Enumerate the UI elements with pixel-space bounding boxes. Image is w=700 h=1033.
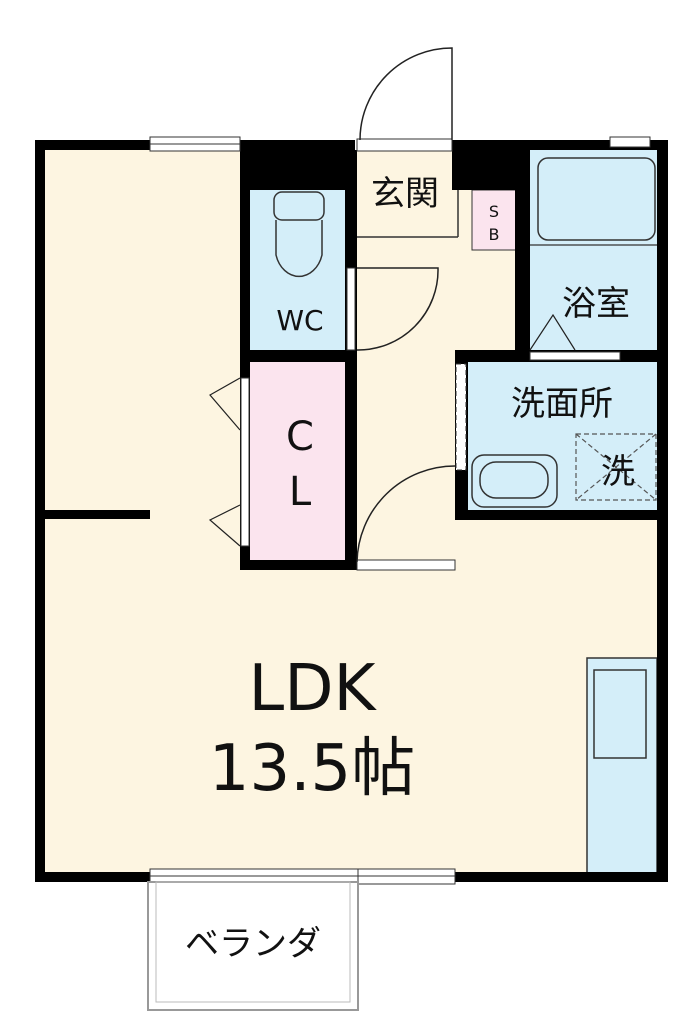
windows [149, 136, 651, 885]
washer-label: 洗 [601, 452, 635, 492]
closet-doors[interactable] [208, 377, 241, 547]
toilet-label: WC [276, 304, 323, 337]
washbasin-icon [471, 454, 558, 508]
closet-floor [250, 362, 347, 560]
shoe-box-label-s: S [489, 202, 499, 221]
toilet-floor [250, 190, 347, 350]
toilet-door[interactable] [356, 267, 439, 351]
washroom-floor [467, 362, 658, 512]
ldk-label: LDK [249, 652, 378, 726]
shoe-box [471, 189, 517, 251]
veranda [147, 881, 359, 1011]
kitchen-sink [593, 669, 647, 759]
shoe-box-label-b: B [489, 225, 500, 244]
ldk-floor-main [45, 515, 660, 875]
toilet-icon [273, 191, 325, 278]
ldk-door[interactable] [356, 465, 456, 563]
bath-door[interactable] [529, 313, 576, 351]
veranda-label: ベランダ [185, 924, 321, 964]
bath-label: 浴室 [562, 284, 630, 324]
entrance-label: 玄関 [371, 174, 439, 214]
entrance-door[interactable] [359, 47, 453, 141]
entrance-door-opening [356, 138, 453, 152]
closet-label-c: C [286, 414, 314, 460]
closet-label-l: L [289, 469, 312, 515]
washer-space [575, 433, 657, 501]
bathtub [537, 157, 656, 241]
washroom-label: 洗面所 [511, 384, 613, 424]
ldk-size-label: 13.5帖 [209, 732, 416, 806]
